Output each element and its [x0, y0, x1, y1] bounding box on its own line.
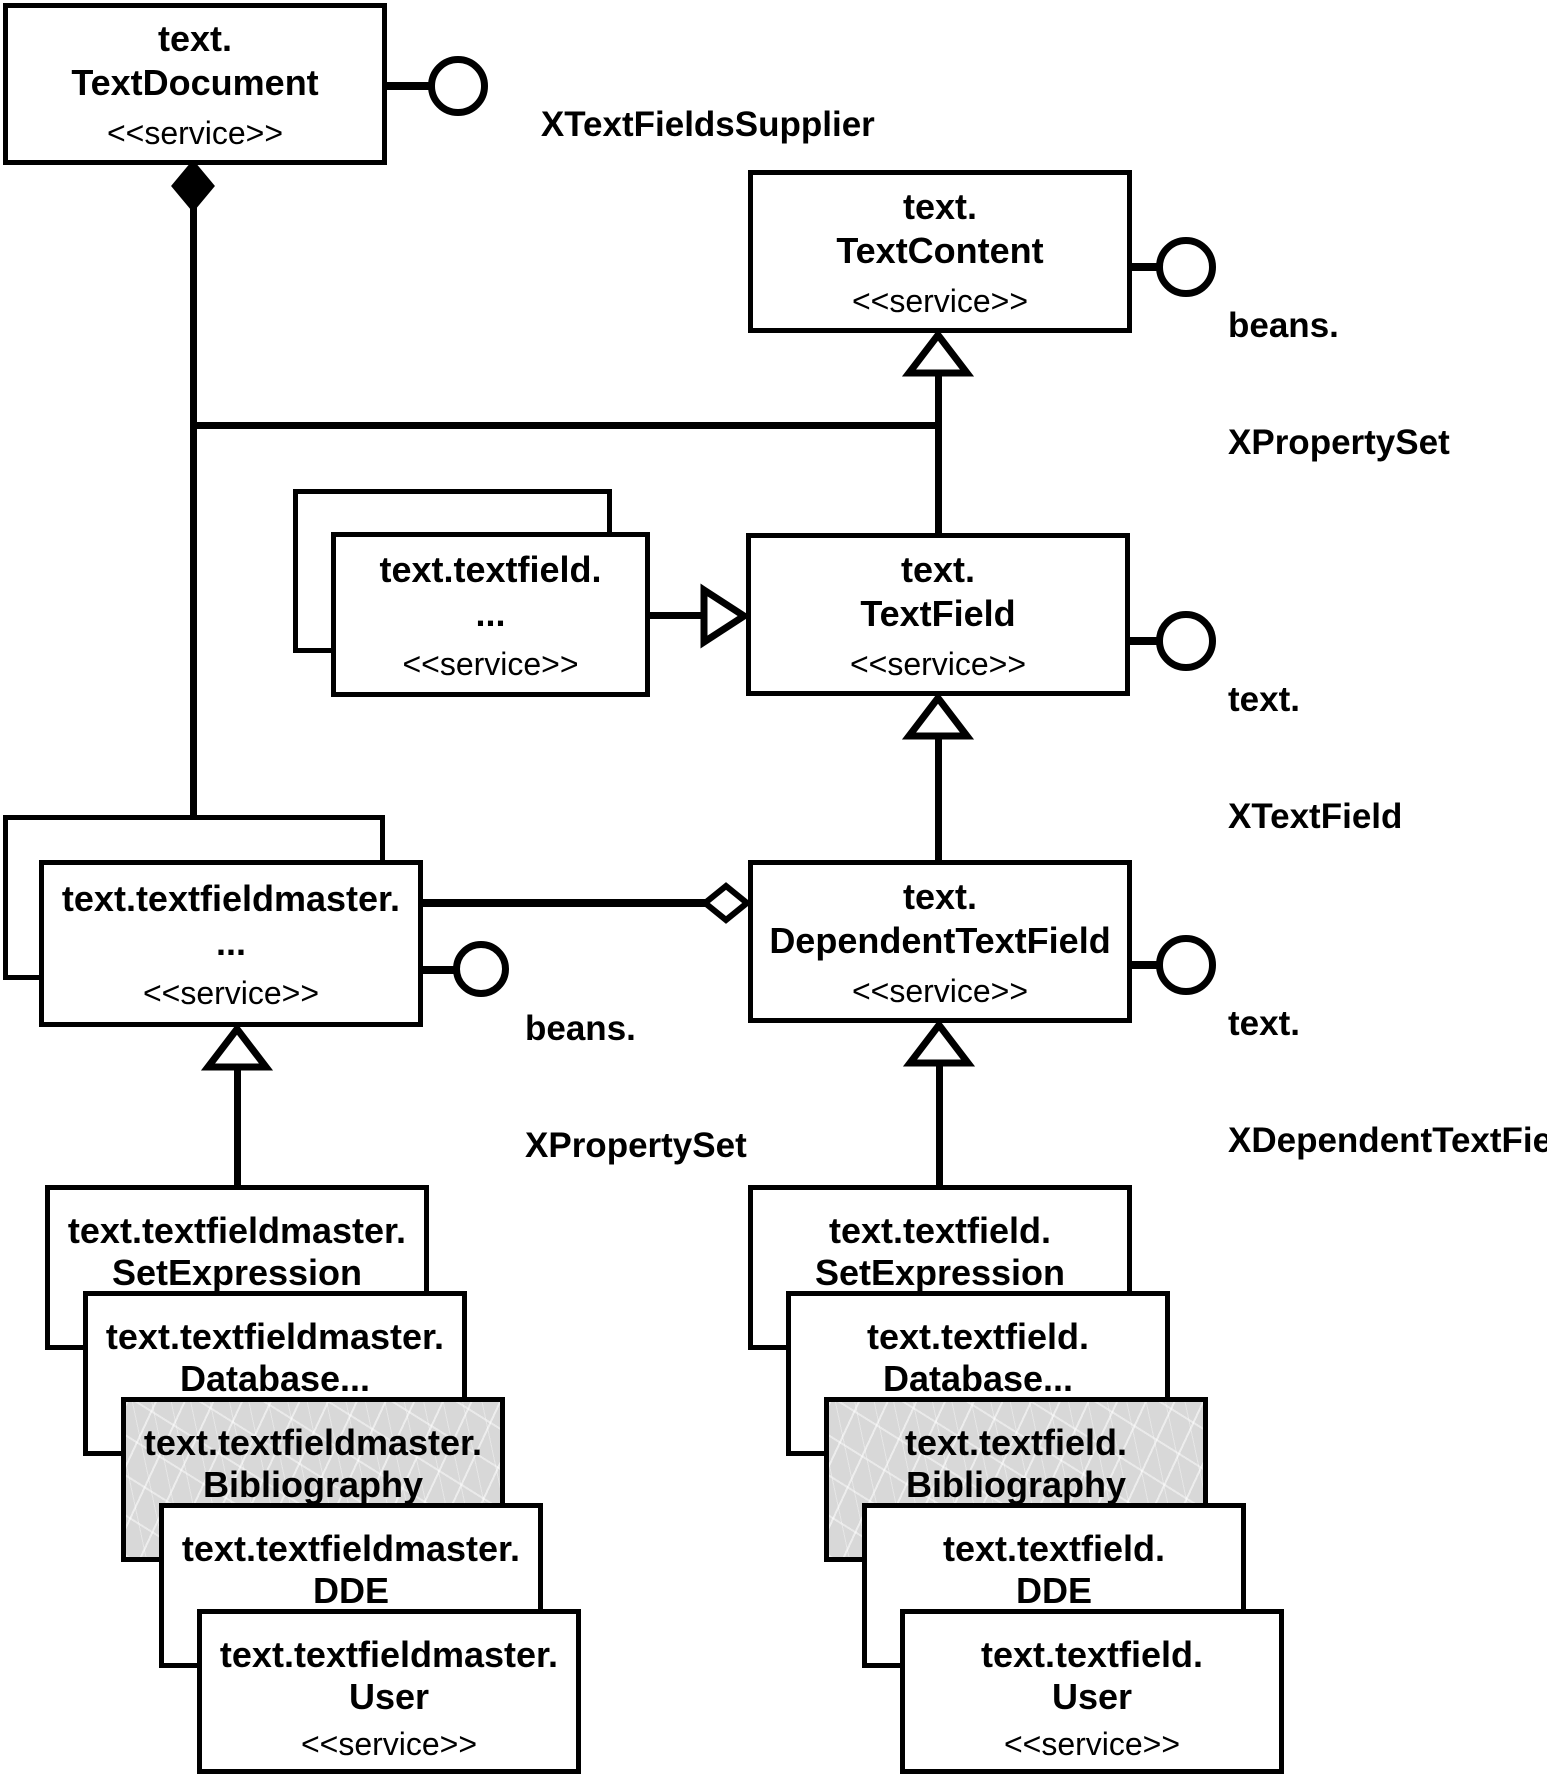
- node-label: text.: [157, 18, 233, 59]
- node-label: TextField: [860, 592, 1016, 634]
- stack-label: Database...: [179, 1358, 371, 1399]
- node-textfield-generic: text.textfield. ... <<service>>: [331, 532, 650, 697]
- node-label: text.textfieldmaster.: [61, 877, 401, 919]
- stack-label: text.textfield.: [942, 1528, 1166, 1569]
- interface-lollipop-icon: [453, 941, 509, 997]
- stack-label: text.textfieldmaster.: [105, 1316, 445, 1357]
- stack-label: Database...: [882, 1358, 1074, 1399]
- node-label: TextContent: [836, 229, 1044, 271]
- connector-line: [936, 1060, 943, 1187]
- stack-label: text.textfield.: [828, 1210, 1052, 1251]
- node-label: DependentTextField: [769, 919, 1111, 961]
- composition-diamond-icon: [171, 159, 215, 213]
- stack-label: text.textfieldmaster.: [143, 1422, 483, 1463]
- stereotype-label: <<service>>: [402, 645, 579, 682]
- stack-label: DDE: [1015, 1570, 1092, 1611]
- stack-label: text.textfieldmaster.: [181, 1528, 521, 1569]
- connector-line: [193, 422, 939, 429]
- connector-line: [1128, 637, 1160, 645]
- stack-field-user: text.textfield. User <<service>>: [900, 1609, 1284, 1774]
- interface-label-line: XTextField: [1228, 797, 1403, 836]
- generalization-arrow-icon: [200, 1023, 274, 1071]
- connector-line: [648, 612, 708, 619]
- stack-label: User: [1051, 1676, 1133, 1717]
- stack-label: text.textfieldmaster.: [219, 1634, 559, 1675]
- interface-lollipop-icon: [1156, 935, 1216, 995]
- interface-lollipop-icon: [428, 56, 488, 116]
- generalization-arrow-icon: [901, 692, 975, 740]
- interface-label-line: XPropertySet: [525, 1126, 747, 1165]
- connector-line: [190, 205, 197, 817]
- generalization-arrow-icon: [901, 329, 975, 377]
- interface-label-xtextfieldssupplier: XTextFieldsSupplier: [502, 66, 875, 183]
- stereotype-label: <<service>>: [300, 1726, 478, 1762]
- stack-label: Bibliography: [202, 1464, 423, 1505]
- connector-line: [935, 733, 942, 862]
- stereotype-label: <<service>>: [849, 645, 1027, 682]
- aggregation-diamond-icon: [700, 882, 752, 924]
- stack-label: text.textfieldmaster.: [67, 1210, 407, 1251]
- node-label: ...: [475, 592, 506, 634]
- interface-label-line: text.: [1228, 1004, 1300, 1043]
- node-text-content: text. TextContent <<service>>: [748, 170, 1132, 333]
- interface-label-beans-xpropertyset-master: beans. XPropertySet: [525, 931, 747, 1243]
- stack-label: text.textfield.: [866, 1316, 1090, 1357]
- node-text-field: text. TextField <<service>>: [746, 533, 1130, 696]
- node-text-document: text. TextDocument <<service>>: [3, 3, 387, 165]
- interface-label-line: XPropertySet: [1228, 423, 1450, 462]
- node-label: text.: [902, 875, 978, 917]
- interface-label-line: XTextFieldsSupplier: [540, 105, 875, 144]
- interface-label-text-xtextfield: text. XTextField: [1228, 602, 1402, 914]
- stack-label: text.textfield.: [904, 1422, 1128, 1463]
- node-label: ...: [215, 921, 246, 963]
- interface-label-line: beans.: [1228, 306, 1339, 345]
- node-dependent-text-field: text. DependentTextField <<service>>: [748, 860, 1132, 1023]
- interface-label-line: XDependentTextField: [1228, 1121, 1547, 1160]
- stack-label: SetExpression: [111, 1252, 363, 1293]
- node-textfieldmaster-generic: text.textfieldmaster. ... <<service>>: [39, 860, 423, 1027]
- stereotype-label: <<service>>: [1003, 1726, 1181, 1762]
- connector-line: [1130, 961, 1160, 969]
- connector-line: [385, 82, 432, 90]
- stereotype-label: <<service>>: [106, 115, 284, 151]
- interface-label-beans-xpropertyset: beans. XPropertySet: [1228, 228, 1450, 540]
- stereotype-label: <<service>>: [142, 974, 320, 1011]
- stack-label: text.textfield.: [980, 1634, 1204, 1675]
- stereotype-label: <<service>>: [851, 282, 1029, 319]
- connector-line: [421, 899, 708, 907]
- connector-line: [421, 966, 457, 974]
- stack-label: Bibliography: [905, 1464, 1126, 1505]
- interface-label-text-xdependenttextfield: text. XDependentTextField: [1228, 926, 1547, 1238]
- node-label: text.: [902, 185, 978, 227]
- stack-label: User: [348, 1676, 430, 1717]
- stack-label: DDE: [312, 1570, 389, 1611]
- connector-line: [234, 1064, 241, 1187]
- connector-line: [935, 368, 942, 535]
- node-label: text.: [900, 548, 976, 590]
- generalization-arrow-icon: [902, 1019, 976, 1067]
- stereotype-label: <<service>>: [851, 972, 1029, 1009]
- interface-label-line: beans.: [525, 1009, 636, 1048]
- stack-master-user: text.textfieldmaster. User <<service>>: [197, 1609, 581, 1774]
- node-label: TextDocument: [71, 62, 319, 103]
- interface-lollipop-icon: [1156, 237, 1216, 297]
- stack-label: SetExpression: [814, 1252, 1066, 1293]
- interface-lollipop-icon: [1156, 611, 1216, 671]
- generalization-arrow-icon: [700, 583, 751, 649]
- connector-line: [1130, 263, 1160, 271]
- interface-label-line: text.: [1228, 680, 1300, 719]
- node-label: text.textfield.: [379, 548, 602, 590]
